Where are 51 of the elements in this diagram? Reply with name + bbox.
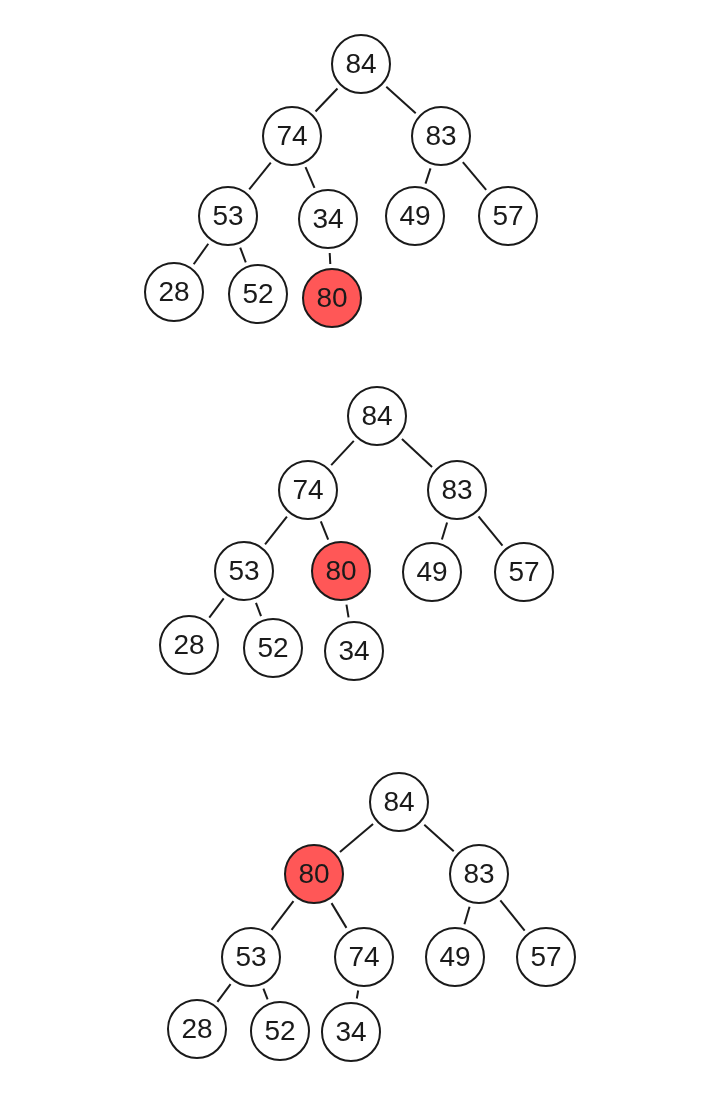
node-value: 53 xyxy=(212,199,244,233)
tree-edge xyxy=(345,603,350,619)
node-value: 80 xyxy=(298,857,330,891)
node-value: 83 xyxy=(463,857,495,891)
node-value: 80 xyxy=(325,554,357,588)
node-value: 57 xyxy=(530,940,562,974)
node-value: 74 xyxy=(348,940,380,974)
node-value: 52 xyxy=(257,631,289,665)
node-value: 28 xyxy=(158,275,190,309)
node-value: 53 xyxy=(228,554,260,588)
tree-edge xyxy=(328,251,332,266)
node-value: 84 xyxy=(383,785,415,819)
tree-edge xyxy=(304,166,316,189)
tree-edge xyxy=(239,246,247,264)
node-value: 57 xyxy=(508,555,540,589)
node-value: 52 xyxy=(264,1014,296,1048)
tree-edge xyxy=(424,167,432,185)
node-value: 34 xyxy=(338,634,370,668)
tree-edge xyxy=(338,823,375,853)
node-value: 34 xyxy=(335,1015,367,1049)
node-value: 49 xyxy=(416,555,448,589)
node-value: 49 xyxy=(439,940,471,974)
node-value: 83 xyxy=(425,119,457,153)
tree-edge xyxy=(499,899,526,932)
node-value: 34 xyxy=(312,202,344,236)
node-value: 28 xyxy=(173,628,205,662)
tree-edge xyxy=(463,905,471,926)
node-value: 84 xyxy=(361,399,393,433)
node-value: 84 xyxy=(345,47,377,81)
node-value: 49 xyxy=(399,199,431,233)
tree-edge xyxy=(330,439,355,467)
node-value: 74 xyxy=(276,119,308,153)
node-value: 52 xyxy=(242,277,274,311)
tree-edge xyxy=(314,87,339,113)
node-value: 74 xyxy=(292,473,324,507)
tree-edge xyxy=(423,823,455,853)
tree-edge xyxy=(440,521,449,541)
tree-edge xyxy=(385,85,417,115)
node-value: 53 xyxy=(235,940,267,974)
node-value: 83 xyxy=(441,473,473,507)
tree-edge xyxy=(255,601,262,618)
tree-edge xyxy=(262,987,269,1001)
tree-edge xyxy=(400,438,434,468)
tree-edge xyxy=(461,161,488,191)
tree-edge xyxy=(319,520,330,541)
node-value: 57 xyxy=(492,199,524,233)
node-value: 28 xyxy=(181,1012,213,1046)
node-value: 80 xyxy=(316,281,348,315)
tree-edge xyxy=(477,515,504,547)
tree-edge xyxy=(355,989,360,1000)
tree-edge xyxy=(330,902,348,929)
